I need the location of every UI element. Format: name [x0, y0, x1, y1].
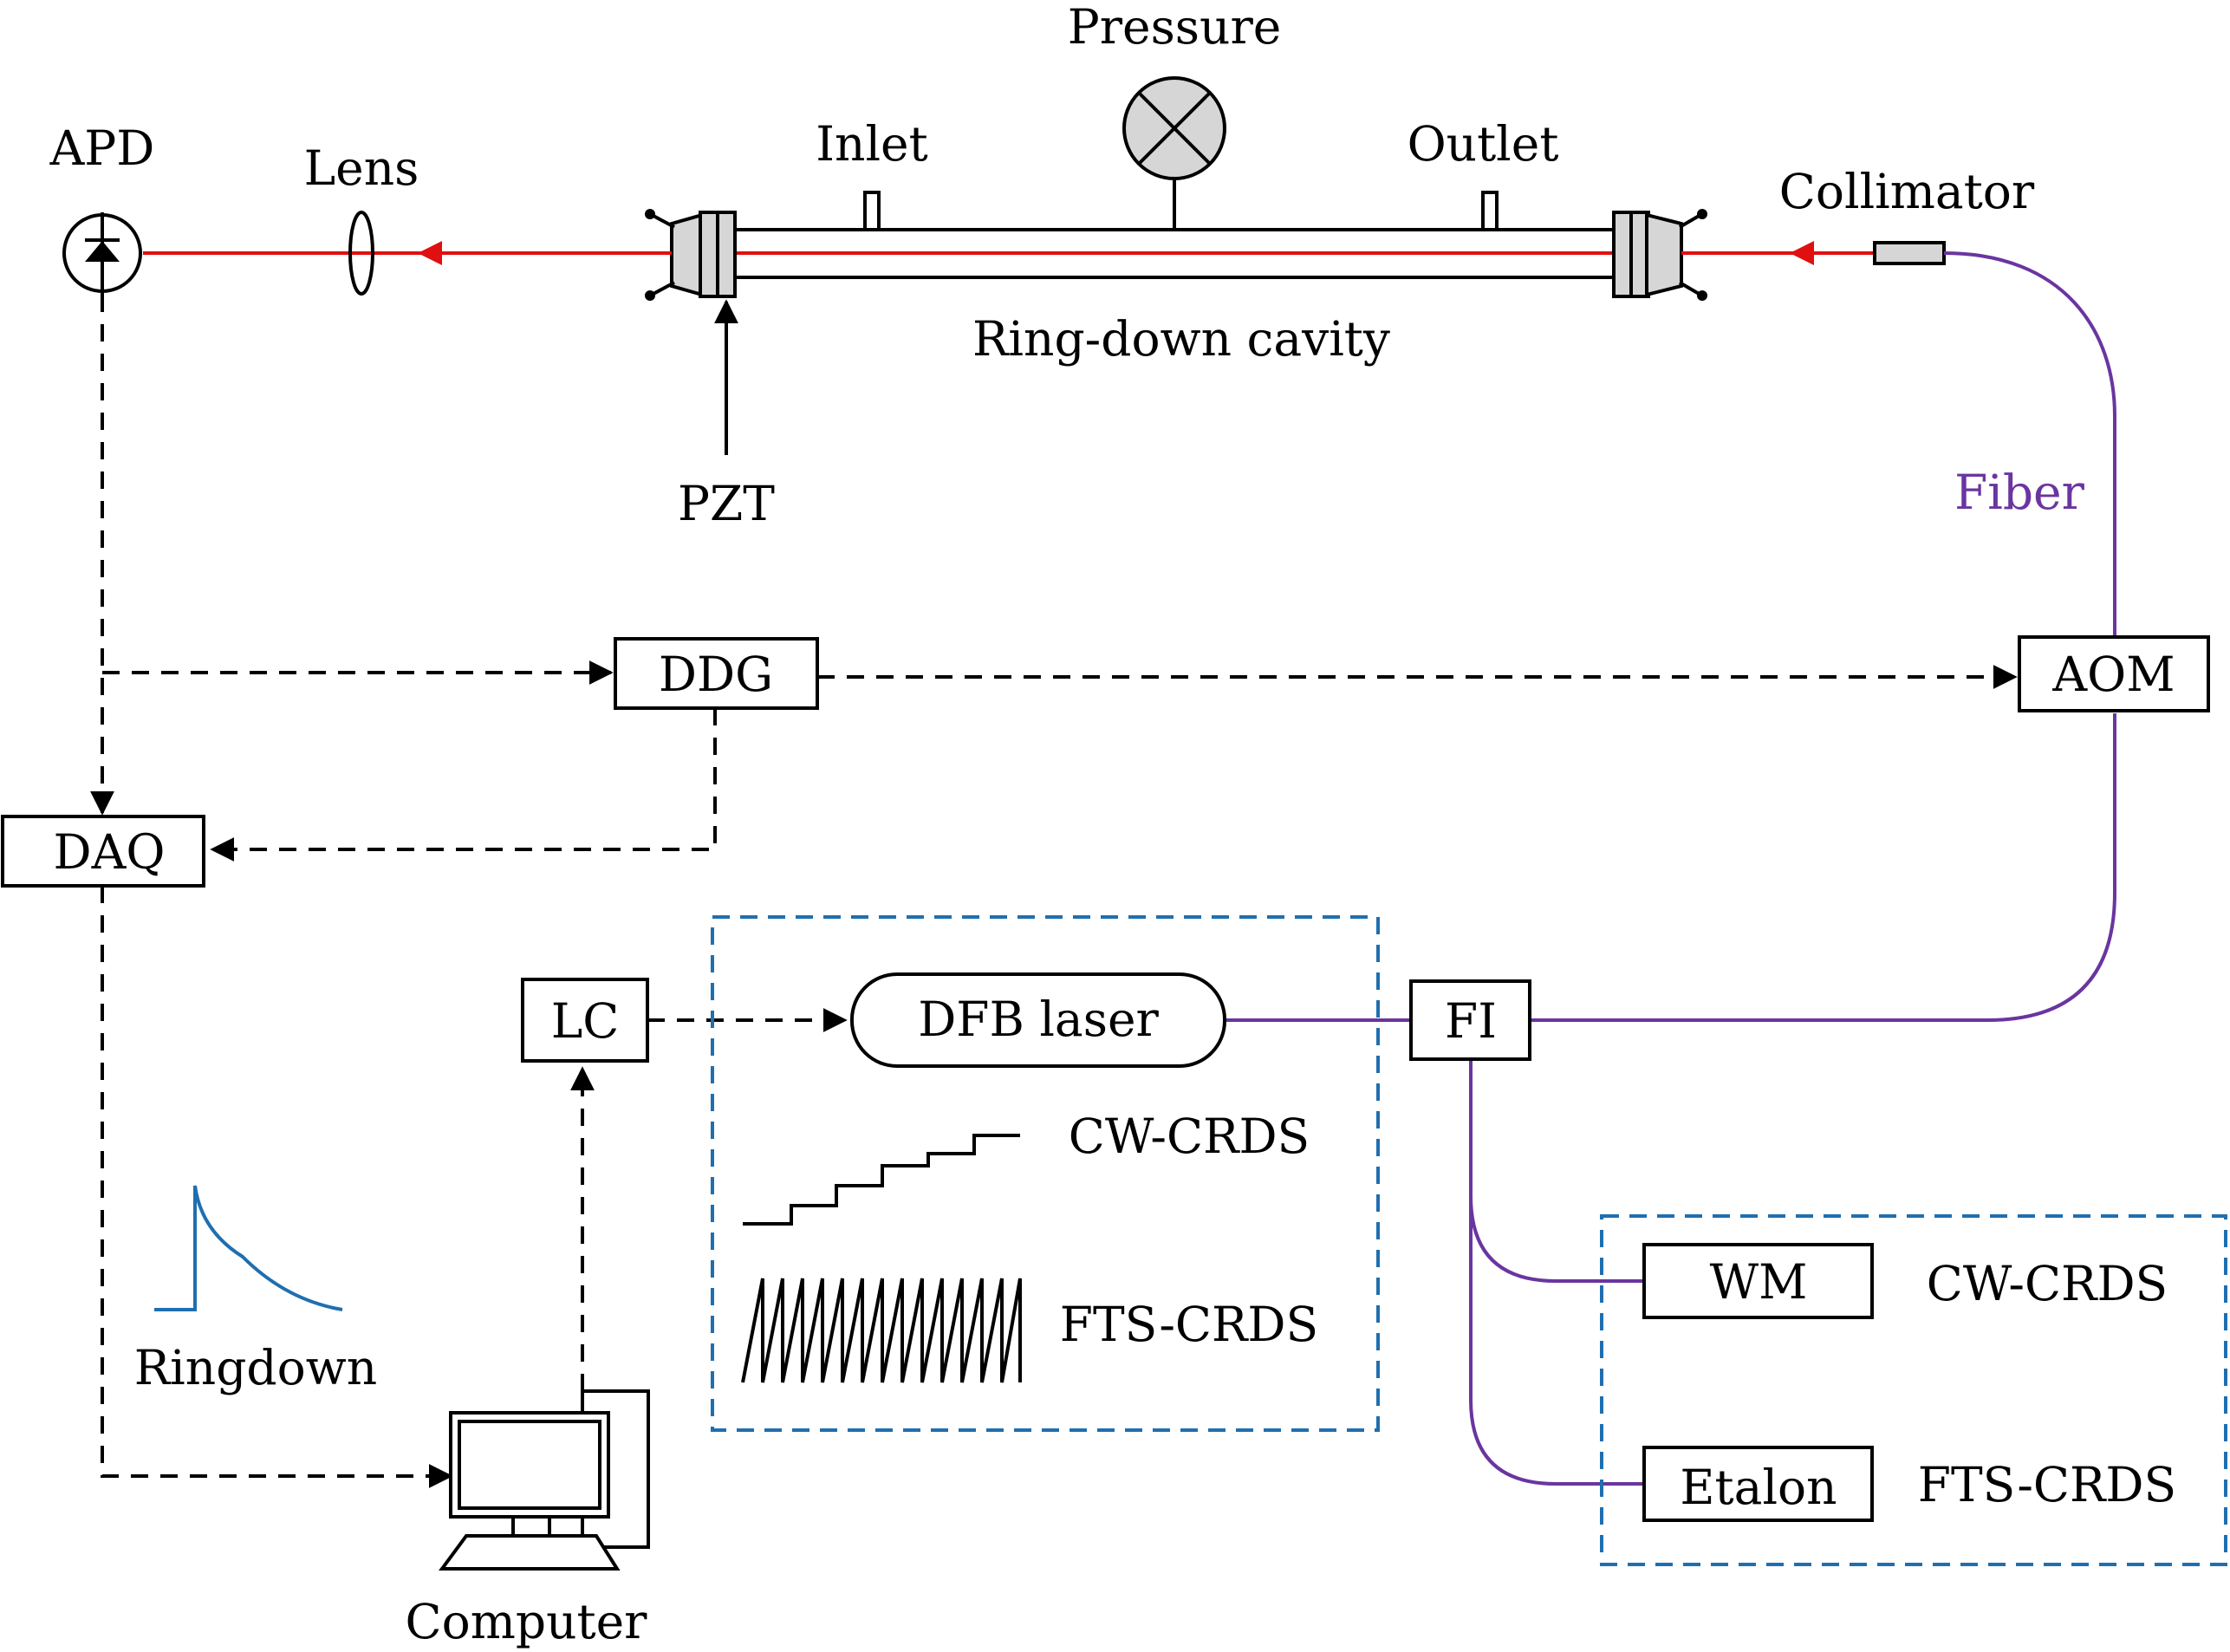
lc-label: LC	[551, 993, 620, 1049]
signal-ddg-daq	[210, 708, 717, 862]
ddg-label: DDG	[659, 647, 773, 702]
dfb-laser-box	[850, 972, 1226, 1068]
collimator-label: Collimator	[1779, 164, 2035, 219]
fts-crds-label-1: FTS-CRDS	[1060, 1297, 1318, 1352]
reference-group-box	[1600, 1214, 2227, 1566]
pzt-label: PZT	[678, 476, 775, 531]
pressure-gauge-icon	[1122, 76, 1226, 230]
apd-label: APD	[49, 120, 155, 176]
ringdown-trace	[154, 1185, 343, 1311]
fi-label: FI	[1445, 993, 1497, 1049]
fiber-fi-wm	[1469, 1059, 1644, 1283]
outlet-label: Outlet	[1408, 116, 1559, 172]
computer-icon	[439, 1389, 650, 1571]
fts-crds-label-2: FTS-CRDS	[1918, 1457, 2176, 1512]
laser-beam-out	[143, 241, 672, 265]
fiber-collimator-aom	[1943, 251, 2116, 635]
etalon-label: Etalon	[1680, 1460, 1837, 1515]
fi-box	[1409, 979, 1531, 1061]
fiber-fi-etalon	[1469, 1196, 1644, 1486]
laser-group-box	[711, 915, 1380, 1432]
aom-label: AOM	[2051, 647, 2175, 702]
cw-crds-label-1: CW-CRDS	[1069, 1109, 1310, 1164]
etalon-box	[1642, 1446, 1874, 1522]
wm-box	[1642, 1243, 1874, 1319]
lc-box	[521, 978, 649, 1063]
fiber-label: Fiber	[1954, 465, 2085, 520]
photodiode-icon	[62, 212, 142, 295]
fiber-aom-fi	[1530, 713, 2116, 1022]
daq-box	[1, 815, 205, 888]
cavity-label: Ring-down cavity	[972, 311, 1390, 367]
laser-beam-in	[1681, 241, 1875, 265]
aom-box	[2018, 635, 2210, 712]
lens-icon	[348, 211, 374, 296]
lens-label: Lens	[304, 140, 419, 196]
inlet-label: Inlet	[816, 116, 927, 172]
computer-label: Computer	[406, 1594, 648, 1649]
collimator	[1873, 241, 1946, 265]
daq-label: DAQ	[54, 824, 166, 880]
cw-crds-label-2: CW-CRDS	[1927, 1256, 2168, 1311]
sawtooth-waveform	[741, 1278, 1022, 1383]
pressure-label: Pressure	[1068, 0, 1282, 55]
ddg-box	[614, 637, 819, 710]
signal-daq-computer	[101, 886, 453, 1488]
dfb-laser-label: DFB laser	[918, 992, 1159, 1047]
staircase-waveform	[743, 1134, 1020, 1226]
ringdown-label: Ringdown	[134, 1340, 377, 1395]
wm-label: WM	[1710, 1254, 1808, 1310]
ring-down-cavity	[645, 191, 1707, 301]
